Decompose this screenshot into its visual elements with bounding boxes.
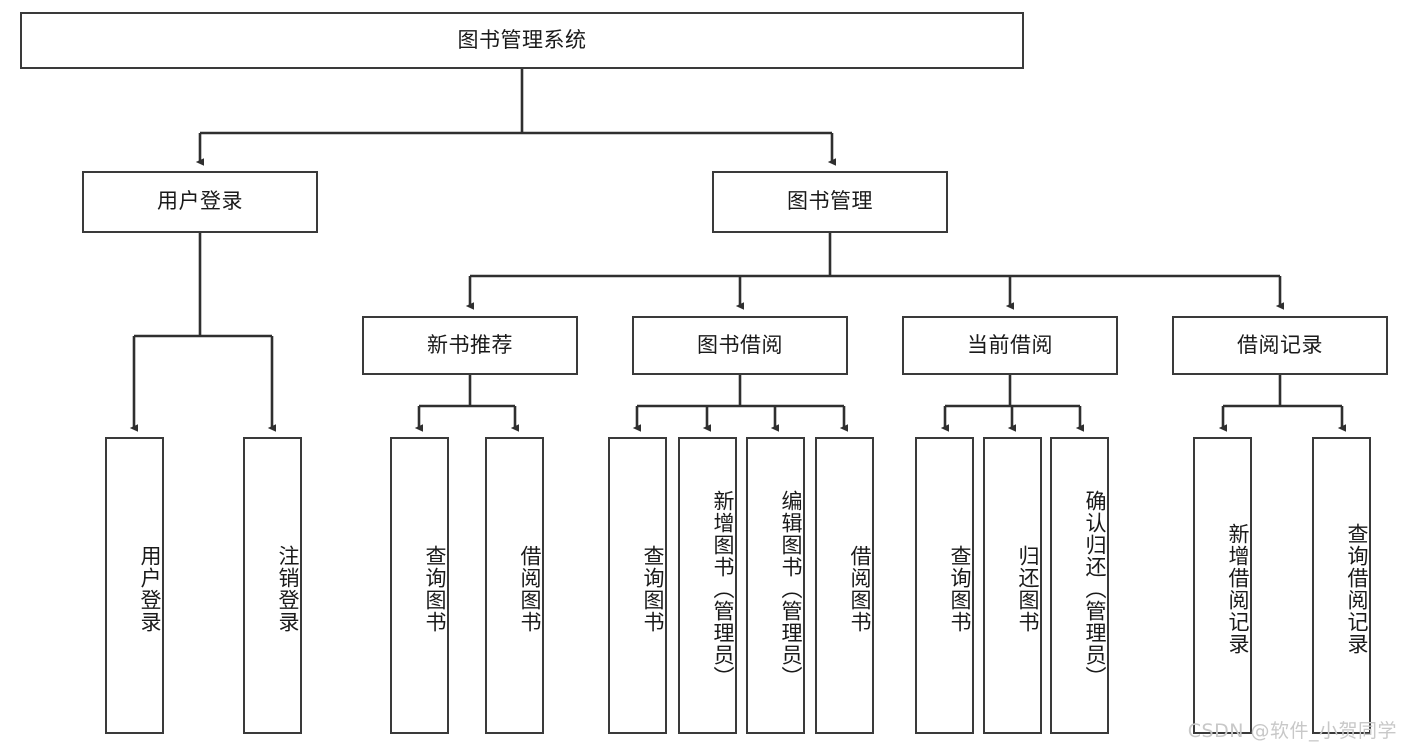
node-label: 查询图书 <box>641 544 665 633</box>
leaf-add-borrow-record[interactable]: 新增借阅记录 <box>1193 437 1252 734</box>
leaf-user-login[interactable]: 用户登录 <box>105 437 164 734</box>
node-label: 用户登录 <box>157 189 243 214</box>
watermark: CSDN @软件_小贺同学 <box>1187 720 1397 742</box>
leaf-query-book-recommend[interactable]: 查询图书 <box>390 437 449 734</box>
node-root-book-management-system[interactable]: 图书管理系统 <box>20 12 1024 69</box>
leaf-edit-book-admin[interactable]: 编辑图书（管理员） <box>746 437 805 734</box>
node-label: 新增图书（管理员） <box>711 489 735 688</box>
node-label: 查询图书 <box>423 544 447 633</box>
node-label: 借阅图书 <box>518 544 542 633</box>
leaf-borrow-book[interactable]: 借阅图书 <box>815 437 874 734</box>
leaf-confirm-return-admin[interactable]: 确认归还（管理员） <box>1050 437 1109 734</box>
node-label: 图书借阅 <box>697 332 783 357</box>
node-user-login[interactable]: 用户登录 <box>82 171 318 233</box>
node-label: 归还图书 <box>1016 544 1040 633</box>
leaf-query-book-current[interactable]: 查询图书 <box>915 437 974 734</box>
node-current-borrow[interactable]: 当前借阅 <box>902 316 1118 375</box>
node-label: 借阅记录 <box>1237 332 1323 357</box>
leaf-borrow-book-recommend[interactable]: 借阅图书 <box>485 437 544 734</box>
node-label: 查询图书 <box>948 544 972 633</box>
node-label: 确认归还（管理员） <box>1083 489 1107 688</box>
node-borrow-record[interactable]: 借阅记录 <box>1172 316 1388 375</box>
node-label: 查询借阅记录 <box>1345 522 1369 655</box>
node-label: 注销登录 <box>276 544 300 633</box>
node-book-management[interactable]: 图书管理 <box>712 171 948 233</box>
leaf-return-book[interactable]: 归还图书 <box>983 437 1042 734</box>
leaf-logout-login[interactable]: 注销登录 <box>243 437 302 734</box>
leaf-query-borrow-record[interactable]: 查询借阅记录 <box>1312 437 1371 734</box>
leaf-add-book-admin[interactable]: 新增图书（管理员） <box>678 437 737 734</box>
node-book-borrow[interactable]: 图书借阅 <box>632 316 848 375</box>
node-label: 图书管理 <box>787 189 873 214</box>
node-label: 新书推荐 <box>427 332 513 357</box>
node-label: 用户登录 <box>138 544 162 633</box>
node-label: 借阅图书 <box>848 544 872 633</box>
leaf-query-book-borrow[interactable]: 查询图书 <box>608 437 667 734</box>
node-label: 图书管理系统 <box>457 27 587 52</box>
node-label: 当前借阅 <box>967 332 1053 357</box>
node-label: 编辑图书（管理员） <box>779 489 803 688</box>
node-new-book-recommend[interactable]: 新书推荐 <box>362 316 578 375</box>
node-label: 新增借阅记录 <box>1226 522 1250 655</box>
